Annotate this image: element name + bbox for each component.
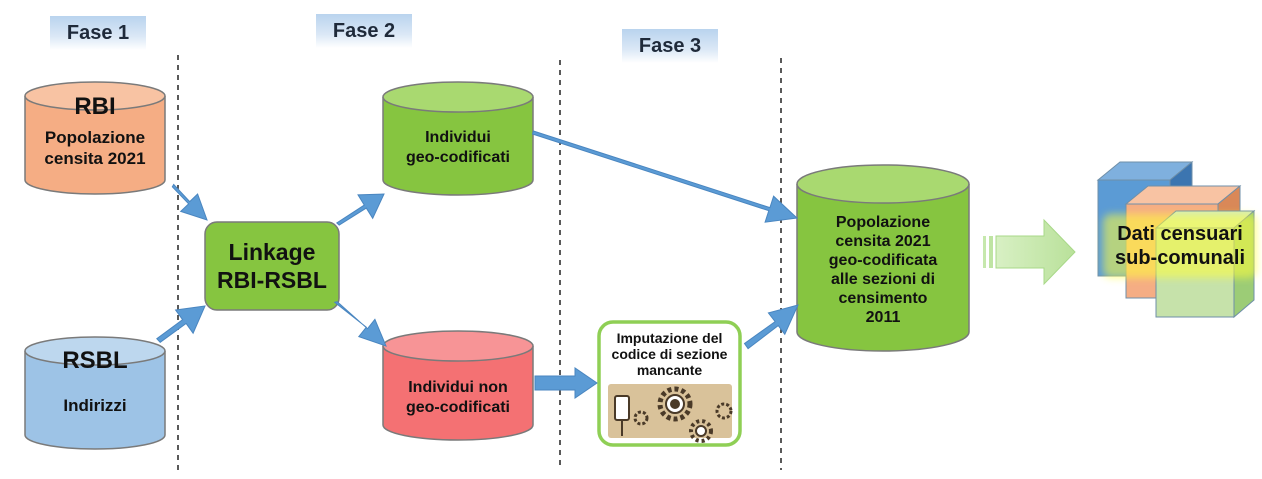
gears-icon: [614, 386, 733, 443]
result-label: Popolazione censita 2021 geo-codificata …: [828, 214, 938, 326]
rbi-cylinder: [24, 81, 166, 195]
linkage-label: Linkage RBI-RSBL: [217, 238, 327, 293]
rbi-title: RBI: [74, 93, 116, 121]
linkage-box: [204, 221, 340, 311]
rbi-subtitle: Popolazione censita 2021: [44, 128, 146, 168]
result-cylinder: [796, 164, 970, 352]
geocoded-label: Individui geo-codificati: [405, 129, 510, 166]
rsbl-title: RSBL: [62, 347, 128, 375]
rsbl-subtitle: Indirizzi: [63, 395, 127, 415]
non-geocoded-label: Individui non geo-codificati: [405, 379, 510, 416]
geocoded-cylinder: [382, 81, 534, 196]
phase-3-header: Fase 3: [622, 29, 718, 63]
arrow-linkage-to-nongeocoded: [333, 301, 387, 347]
non-geocoded-cylinder: [382, 330, 534, 441]
final-highlight: [1103, 214, 1257, 278]
rsbl-cylinder: [24, 336, 166, 450]
arrow-nongeocoded-to-imputation: [534, 367, 598, 399]
arrow-geocoded-to-result: [531, 130, 799, 223]
phase-2-header: Fase 2: [316, 14, 412, 48]
arrow-linkage-to-geocoded: [335, 193, 385, 226]
arrow-result-to-final: [983, 218, 1076, 286]
phase-1-header: Fase 1: [50, 16, 146, 50]
imputation-label: Imputazione del codice di sezione mancan…: [611, 329, 728, 379]
arrow-rbi-to-linkage: [171, 183, 208, 221]
arrow-rsbl-to-linkage: [156, 305, 206, 343]
arrow-imputation-to-result: [743, 304, 799, 350]
final-label: Dati censuari sub-comunali: [1114, 223, 1245, 269]
